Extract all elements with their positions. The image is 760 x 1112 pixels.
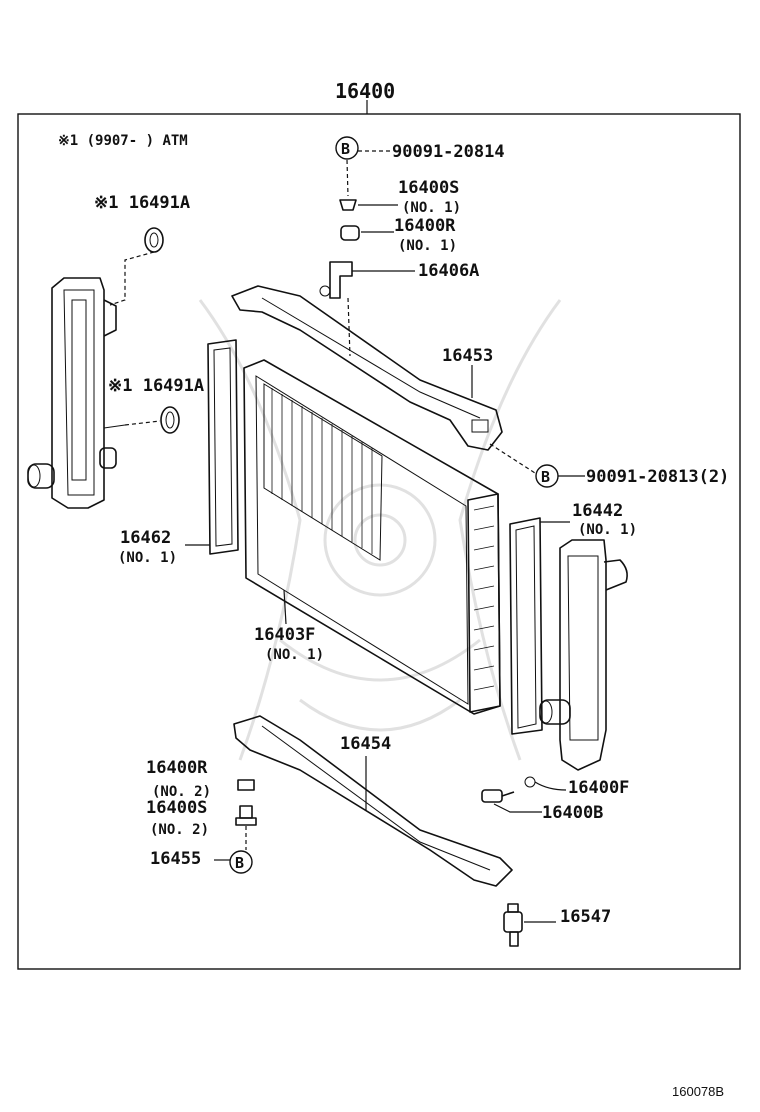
seal-ring-upper (144, 227, 164, 253)
drain-cock-part (481, 789, 515, 803)
bolt-marker-top: B (335, 136, 359, 160)
cushion-lower-part (237, 779, 255, 791)
fan-switch-part (503, 903, 523, 947)
callout-16400R-no2: 16400R (146, 758, 208, 778)
assembly-number: 16400 (335, 79, 395, 103)
callout-16442-qty: (NO. 1) (578, 522, 637, 538)
radiator-core-part (243, 359, 501, 715)
upper-support-part (231, 285, 503, 451)
callout-16491A-lower: ※1 16491A (108, 376, 204, 396)
figure-code: 160078B (672, 1084, 724, 1099)
callout-16400S-no2-qty: (NO. 2) (150, 822, 209, 838)
callout-16400F: 16400F (568, 778, 629, 798)
svg-text:B: B (341, 140, 350, 158)
left-radiator-tank-part (27, 277, 126, 509)
callout-90091-20814: 90091-20814 (392, 142, 505, 162)
callout-16453: 16453 (442, 346, 493, 366)
bolt-marker-right: B (535, 464, 559, 488)
callout-16442: 16442 (572, 501, 623, 521)
diagram-frame (17, 113, 741, 970)
callout-16462-qty: (NO. 1) (118, 550, 177, 566)
right-radiator-tank-part (539, 539, 628, 771)
callout-16400B: 16400B (542, 803, 603, 823)
left-seal-part (207, 339, 239, 555)
callout-16400R-no1-qty: (NO. 1) (398, 238, 457, 254)
svg-text:B: B (541, 468, 550, 486)
callout-16403F-qty: (NO. 1) (265, 647, 324, 663)
right-seal-part (509, 517, 543, 735)
watermark-emblem (198, 299, 562, 761)
callout-16491A-upper: ※1 16491A (94, 193, 190, 213)
callout-16454: 16454 (340, 734, 391, 754)
callout-16455: 16455 (150, 849, 201, 869)
lower-support-part (233, 715, 513, 887)
callout-16547: 16547 (560, 907, 611, 927)
bracket-part (319, 261, 353, 299)
cushion-upper-part (339, 199, 360, 241)
callout-16400R-no1: 16400R (394, 216, 456, 236)
callout-16400S-no1: 16400S (398, 178, 459, 198)
bolt-marker-bottom: B (229, 850, 253, 874)
footnote-text: ※1 (9907- ) ATM (58, 133, 188, 149)
radiator-fins (271, 388, 495, 691)
callout-16400R-no2-qty: (NO. 2) (152, 784, 211, 800)
drain-plug-oring (524, 776, 536, 788)
callout-16400S-no1-qty: (NO. 1) (402, 200, 461, 216)
cushion-lower-pin-part (235, 805, 257, 826)
callout-16406A: 16406A (418, 261, 479, 281)
callout-16403F: 16403F (254, 625, 315, 645)
callout-16462: 16462 (120, 528, 171, 548)
svg-text:B: B (235, 854, 244, 872)
callout-16400S-no2: 16400S (146, 798, 207, 818)
callout-90091-20813: 90091-20813(2) (586, 467, 729, 487)
seal-ring-lower (160, 406, 180, 434)
